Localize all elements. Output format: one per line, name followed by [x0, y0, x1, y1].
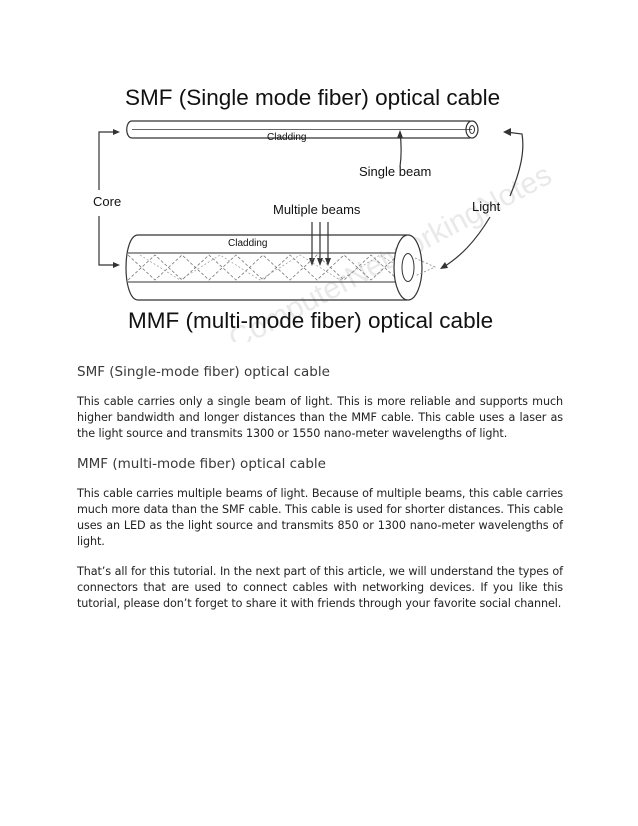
light-label: Light: [472, 199, 501, 214]
mmf-cable-drawing: [125, 234, 436, 301]
core-label: Core: [93, 194, 121, 209]
smf-cable-drawing: [126, 120, 479, 139]
smf-diagram-title: SMF (Single mode fiber) optical cable: [125, 85, 500, 110]
multiple-beams-label: Multiple beams: [273, 202, 361, 217]
mmf-cladding-label: Cladding: [228, 238, 267, 249]
closing-paragraph: That’s all for this tutorial. In the nex…: [77, 565, 563, 610]
mmf-diagram-title: MMF (multi-mode fiber) optical cable: [128, 308, 493, 333]
mmf-paragraph: This cable carries multiple beams of lig…: [77, 487, 563, 548]
smf-cladding-label: Cladding: [267, 132, 306, 143]
smf-paragraph: This cable carries only a single beam of…: [77, 395, 563, 440]
fiber-cable-diagram: ComputerNetworkingNotes SMF (Single mode…: [70, 72, 570, 342]
mmf-section-heading: MMF (multi-mode fiber) optical cable: [77, 456, 326, 472]
smf-section-heading: SMF (Single-mode fiber) optical cable: [77, 364, 330, 380]
single-beam-label: Single beam: [359, 164, 431, 179]
fiber-diagram-svg: ComputerNetworkingNotes SMF (Single mode…: [93, 85, 557, 342]
article-content: SMF (Single-mode fiber) optical cable Th…: [77, 362, 563, 612]
